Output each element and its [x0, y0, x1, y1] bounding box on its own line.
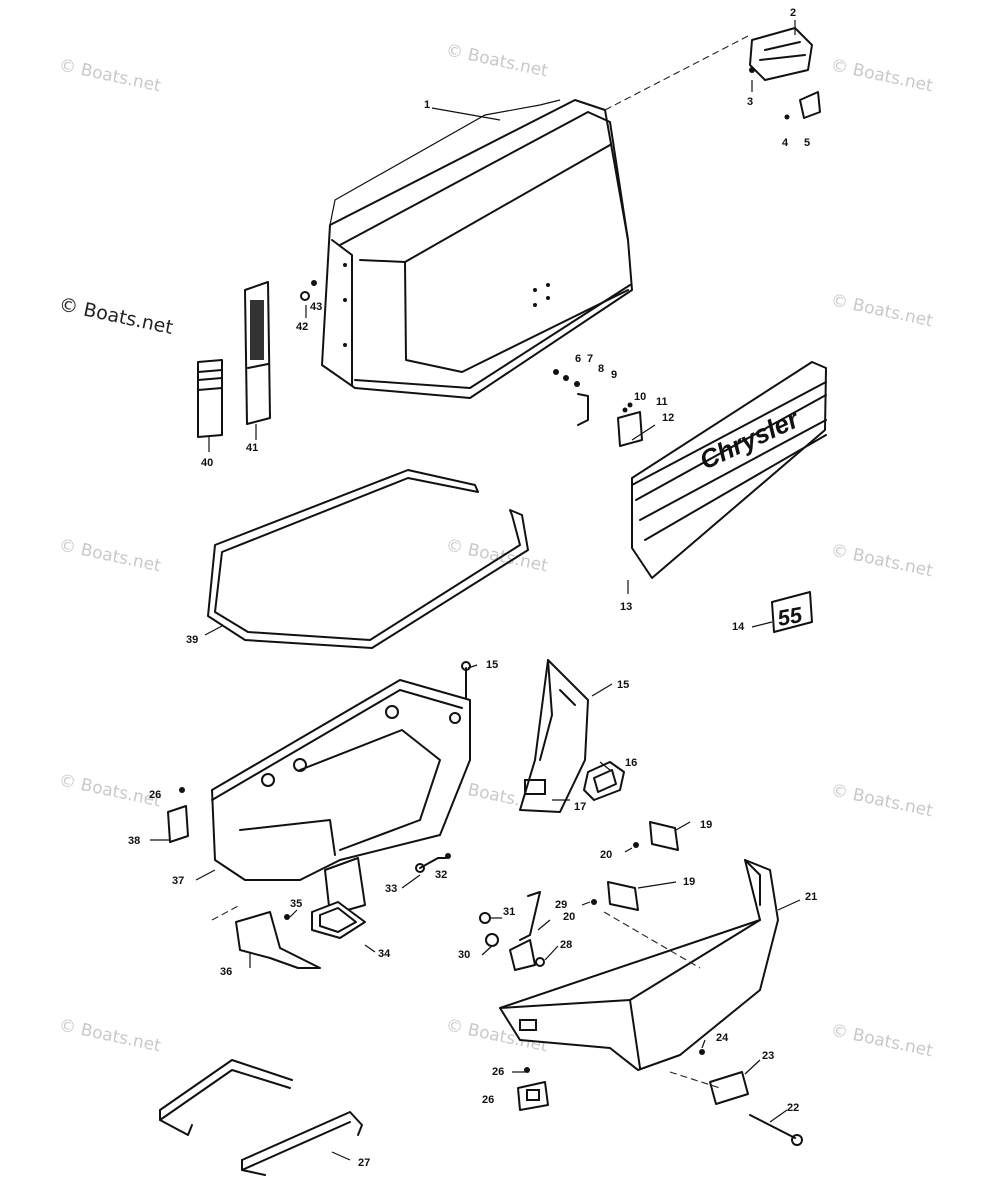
callout-21: 21: [805, 891, 817, 903]
callout-39: 39: [186, 634, 198, 646]
callout-8: 8: [598, 363, 604, 375]
bolt-part-22[interactable]: [749, 1114, 803, 1146]
callout-7: 7: [587, 353, 593, 365]
watermark: © Boats.net: [57, 770, 163, 811]
screw-part-26-bottom[interactable]: [524, 1067, 530, 1073]
washer-part-30[interactable]: [485, 933, 499, 947]
callout-36: 36: [220, 966, 232, 978]
linkage-parts-32-33[interactable]: [415, 853, 451, 873]
callout-9: 9: [611, 369, 617, 381]
callout-3: 3: [747, 96, 753, 108]
decal-panel-part-13[interactable]: Chrysler: [631, 361, 827, 579]
handle-part-27[interactable]: [159, 1059, 363, 1176]
grommet-part-16[interactable]: [583, 761, 625, 801]
watermark: © Boats.net: [444, 40, 550, 81]
callout-24: 24: [716, 1032, 729, 1044]
latch-bracket-part-2[interactable]: [749, 27, 813, 81]
nut-part-31[interactable]: [479, 912, 491, 924]
badge-text: 55: [776, 602, 805, 631]
callout-4: 4: [782, 137, 789, 149]
lower-cover-part-21[interactable]: [499, 859, 779, 1071]
callout-43: 43: [310, 301, 322, 313]
watermark: © Boats.net: [829, 540, 935, 581]
seal-part-39[interactable]: [207, 469, 529, 649]
callout-15-screw: 15: [486, 659, 498, 671]
callout-labels: 1 2 3 4 5 6 7 8 9 10 11 12 13 14 15 15 1…: [128, 7, 817, 1169]
bracket-part-29-lower[interactable]: [509, 939, 536, 971]
lower-pan-part-37[interactable]: [211, 679, 471, 916]
clip-part-19-upper[interactable]: [649, 821, 679, 851]
screw-part-42[interactable]: [300, 291, 310, 301]
callout-28: 28: [560, 939, 572, 951]
washer-part-24[interactable]: [699, 1049, 705, 1055]
callout-35: 35: [290, 898, 302, 910]
screw-part-26-left[interactable]: [179, 787, 185, 793]
callout-14: 14: [732, 621, 745, 633]
callout-2: 2: [790, 7, 796, 19]
watermark: © Boats.net: [829, 55, 935, 96]
callout-6: 6: [575, 353, 581, 365]
callout-10: 10: [634, 391, 646, 403]
callout-5: 5: [804, 137, 810, 149]
callout-26-left: 26: [149, 789, 161, 801]
callout-23: 23: [762, 1050, 774, 1062]
top-cowl-part-1[interactable]: [321, 99, 633, 399]
callout-15-bracket: 15: [617, 679, 629, 691]
washer-part-28[interactable]: [535, 957, 545, 967]
decal-part-40[interactable]: [197, 359, 223, 438]
callout-34: 34: [378, 948, 391, 960]
callout-26-grommet: 26: [482, 1094, 494, 1106]
watermark-dark: © Boats.net: [57, 293, 175, 339]
clamp-part-23[interactable]: [709, 1071, 749, 1105]
callout-19-lower: 19: [683, 876, 695, 888]
watermark: © Boats.net: [829, 1020, 935, 1061]
callout-41: 41: [246, 442, 258, 454]
callout-38: 38: [128, 835, 140, 847]
watermark: © Boats.net: [57, 1015, 163, 1056]
screw-part-4[interactable]: [784, 114, 790, 120]
callout-42: 42: [296, 321, 308, 333]
callout-20-lower: 20: [563, 911, 575, 923]
clip-part-19-lower[interactable]: [607, 881, 639, 911]
callout-33: 33: [385, 883, 397, 895]
callout-20-upper: 20: [600, 849, 612, 861]
grommet-part-26[interactable]: [517, 1081, 549, 1111]
bracket-part-36[interactable]: [235, 911, 321, 969]
callout-40: 40: [201, 457, 213, 469]
watermark: © Boats.net: [57, 535, 163, 576]
latch-part-38[interactable]: [167, 805, 189, 843]
screw-part-20-lower[interactable]: [591, 899, 597, 905]
callout-17: 17: [574, 801, 586, 813]
screw-part-35[interactable]: [284, 914, 290, 920]
callout-1: 1: [424, 99, 430, 111]
callout-30: 30: [458, 949, 470, 961]
leader-lines: [150, 20, 801, 1161]
screw-part-20-upper[interactable]: [633, 842, 639, 848]
latch-plate-part-5[interactable]: [799, 91, 821, 119]
badge-part-14[interactable]: 55: [771, 591, 813, 633]
vent-grille-part-41[interactable]: [244, 281, 271, 425]
bracket-part-15[interactable]: [519, 659, 589, 813]
screw-part-43[interactable]: [311, 280, 317, 286]
callout-11: 11: [656, 396, 668, 408]
callout-32: 32: [435, 869, 447, 881]
callout-13: 13: [620, 601, 632, 613]
callout-29: 29: [555, 899, 567, 911]
callout-37: 37: [172, 875, 184, 887]
callout-22: 22: [787, 1102, 799, 1114]
callout-19-upper: 19: [700, 819, 712, 831]
callout-16: 16: [625, 757, 637, 769]
callout-12: 12: [662, 412, 674, 424]
watermark: © Boats.net: [57, 55, 163, 96]
grommet-part-34[interactable]: [311, 901, 366, 939]
latch-hardware-parts-6-12[interactable]: [553, 369, 643, 447]
lever-part-29[interactable]: [519, 891, 541, 941]
callout-27: 27: [358, 1157, 370, 1169]
callout-26-bottom: 26: [492, 1066, 504, 1078]
watermark: © Boats.net: [829, 780, 935, 821]
watermark: © Boats.net: [829, 290, 935, 331]
callout-31: 31: [503, 906, 515, 918]
